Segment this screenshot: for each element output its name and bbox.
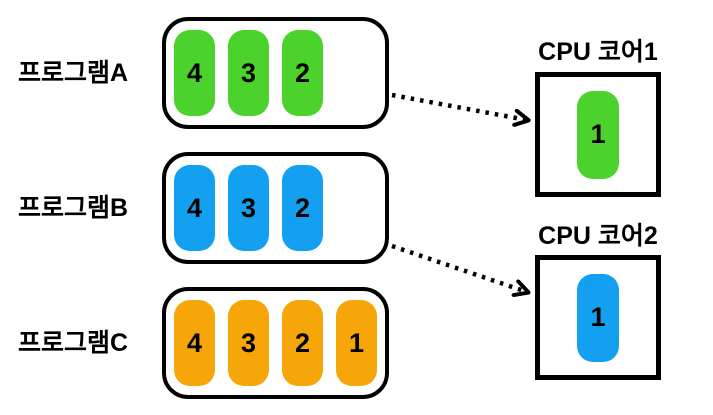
arrow-program-a-to-core1-icon xyxy=(391,92,527,120)
cpu-core2-box: 1 xyxy=(535,255,661,380)
task-block: 2 xyxy=(282,30,323,116)
cpu-core1-label: CPU 코어1 xyxy=(538,38,658,66)
task-block: 2 xyxy=(282,300,323,386)
task-block: 4 xyxy=(174,30,215,116)
program-b-queue: 4 3 2 xyxy=(162,152,389,264)
cpu-core2-label: CPU 코어2 xyxy=(538,222,658,250)
task-block: 2 xyxy=(282,165,323,251)
program-b-label: 프로그램B xyxy=(17,194,129,222)
task-block: 4 xyxy=(174,300,215,386)
task-block: 3 xyxy=(228,300,269,386)
running-task-block: 1 xyxy=(577,90,619,179)
program-a-queue: 4 3 2 xyxy=(162,17,389,129)
program-c-label: 프로그램C xyxy=(17,329,129,357)
program-c-queue: 4 3 2 1 xyxy=(162,287,389,399)
task-block: 1 xyxy=(336,300,377,386)
task-block: 3 xyxy=(228,165,269,251)
task-block: 3 xyxy=(228,30,269,116)
program-a-label: 프로그램A xyxy=(17,59,129,87)
arrow-program-b-to-core2-icon xyxy=(391,243,527,292)
cpu-core1-box: 1 xyxy=(535,72,661,197)
running-task-block: 1 xyxy=(577,273,619,362)
task-block: 4 xyxy=(174,165,215,251)
